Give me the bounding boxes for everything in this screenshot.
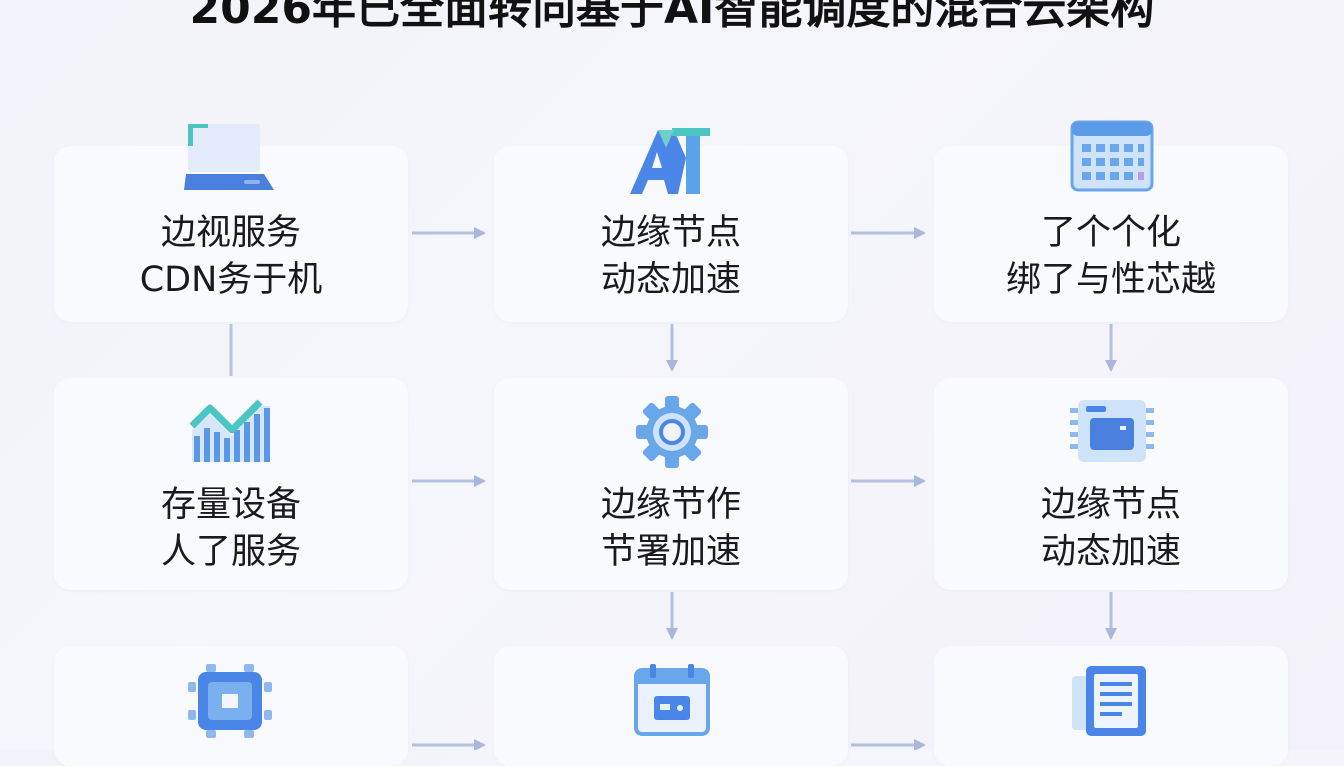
node-label-line: 边缘节点 xyxy=(600,213,741,253)
node-label: 边缘节点 动态加速 xyxy=(494,210,848,304)
node-label-line: 动态加速 xyxy=(1040,532,1181,572)
node-label: 边视服务 CDN务于机 xyxy=(54,210,408,304)
gear-icon xyxy=(636,396,708,468)
document-icon xyxy=(1072,666,1146,736)
node-label: 边缘节作 节署加速 xyxy=(494,482,848,576)
chip-window-icon xyxy=(1070,400,1154,462)
node-label: 了个个化 绑了与性芯越 xyxy=(934,210,1288,304)
node-label-line: 人了服务 xyxy=(160,532,301,572)
node-label-line: 边缘节作 xyxy=(600,485,741,525)
node-label-line: 边缘节点 xyxy=(1040,485,1181,525)
node-label-line: CDN务于机 xyxy=(139,260,323,300)
node-label-line: 了个个化 xyxy=(1040,213,1181,253)
connector-layer xyxy=(229,227,1117,750)
node-card-r1c1: 边视服务 CDN务于机 xyxy=(54,146,408,322)
node-label-line: 存量设备 xyxy=(160,485,301,525)
trend-chart-icon xyxy=(189,399,270,462)
node-label-line: 动态加速 xyxy=(600,260,741,300)
page-title: 2026年已全面转向基于AI智能调度的混合云架构 xyxy=(189,0,1155,34)
laptop-icon xyxy=(184,124,274,190)
ai-logo-icon xyxy=(630,128,710,194)
node-card-r2c1: 存量设备 人了服务 xyxy=(54,378,408,590)
node-label-line: 边视服务 xyxy=(160,213,301,253)
cpu-chip-icon xyxy=(188,664,272,738)
planner-icon xyxy=(634,664,710,736)
node-label-line: 绑了与性芯越 xyxy=(1005,260,1216,300)
node-label: 边缘节点 动态加速 xyxy=(934,482,1288,576)
node-label-line: 节署加速 xyxy=(600,532,741,572)
calendar-icon xyxy=(1070,120,1154,192)
node-label: 存量设备 人了服务 xyxy=(54,482,408,576)
